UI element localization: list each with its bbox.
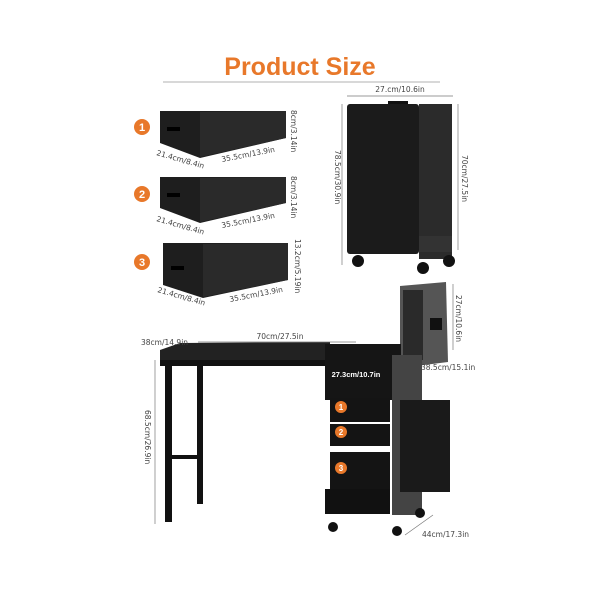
cabinet-total-height-label: 78.5cm/30.9in xyxy=(333,150,342,204)
drawer-handle xyxy=(167,193,180,197)
folded-cabinet: 27.cm/10.6in 78.5cm/30.9in 70cm/27.5in xyxy=(333,85,469,274)
badge-1 xyxy=(134,119,150,135)
wheel-icon xyxy=(352,255,364,267)
cabinet-width-label: 27.cm/10.6in xyxy=(375,85,425,94)
badge-number: 1 xyxy=(139,122,145,134)
cabinet-body-height-label: 70cm/27.5in xyxy=(460,155,469,202)
page-title: Product Size xyxy=(224,53,376,81)
drawer-handle xyxy=(167,127,180,131)
lid-height-label: 27cm/10.6in xyxy=(454,295,463,342)
drawer-3-height: 13.2cm/5.19in xyxy=(293,239,302,293)
cabinet-depth-label: 38.5cm/15.1in xyxy=(421,363,475,372)
side-door xyxy=(400,400,450,492)
drawer-1: 1 8cm/3.14in 21.4cm/8.4in 35.5cm/13.9in xyxy=(134,110,298,171)
base-width-label: 44cm/17.3in xyxy=(422,530,469,539)
wheel-icon xyxy=(443,255,455,267)
table-height-label: 68.5cm/26.9in xyxy=(143,410,152,464)
table-length-label: 70cm/27.5in xyxy=(256,332,303,341)
manicure-table: 27cm/10.6in 27.3cm/10.7in 1 2 3 38cm/14.… xyxy=(141,282,475,539)
badge-2 xyxy=(134,186,150,202)
badge-3 xyxy=(134,254,150,270)
drawer-3: 3 13.2cm/5.19in 21.4cm/8.4in 35.5cm/13.9… xyxy=(134,239,302,308)
cabinet-width-inner-label: 27.3cm/10.7in xyxy=(332,370,381,379)
table-depth-label: 38cm/14.9in xyxy=(141,338,188,347)
drawer-2-height: 8cm/3.14in xyxy=(289,176,298,219)
drawer-2: 2 8cm/3.14in 21.4cm/8.4in 35.5cm/13.9in xyxy=(134,176,298,237)
badge-3 xyxy=(335,462,347,474)
badge-number: 3 xyxy=(139,257,145,269)
drawer-handle xyxy=(171,266,184,270)
badge-number: 3 xyxy=(339,464,344,473)
wheel-icon xyxy=(417,262,429,274)
badge-2 xyxy=(335,426,347,438)
drawer-1-height: 8cm/3.14in xyxy=(289,110,298,153)
badge-number: 2 xyxy=(339,428,344,437)
badge-number: 1 xyxy=(339,403,344,412)
badge-number: 2 xyxy=(139,189,145,201)
badge-1 xyxy=(335,401,347,413)
